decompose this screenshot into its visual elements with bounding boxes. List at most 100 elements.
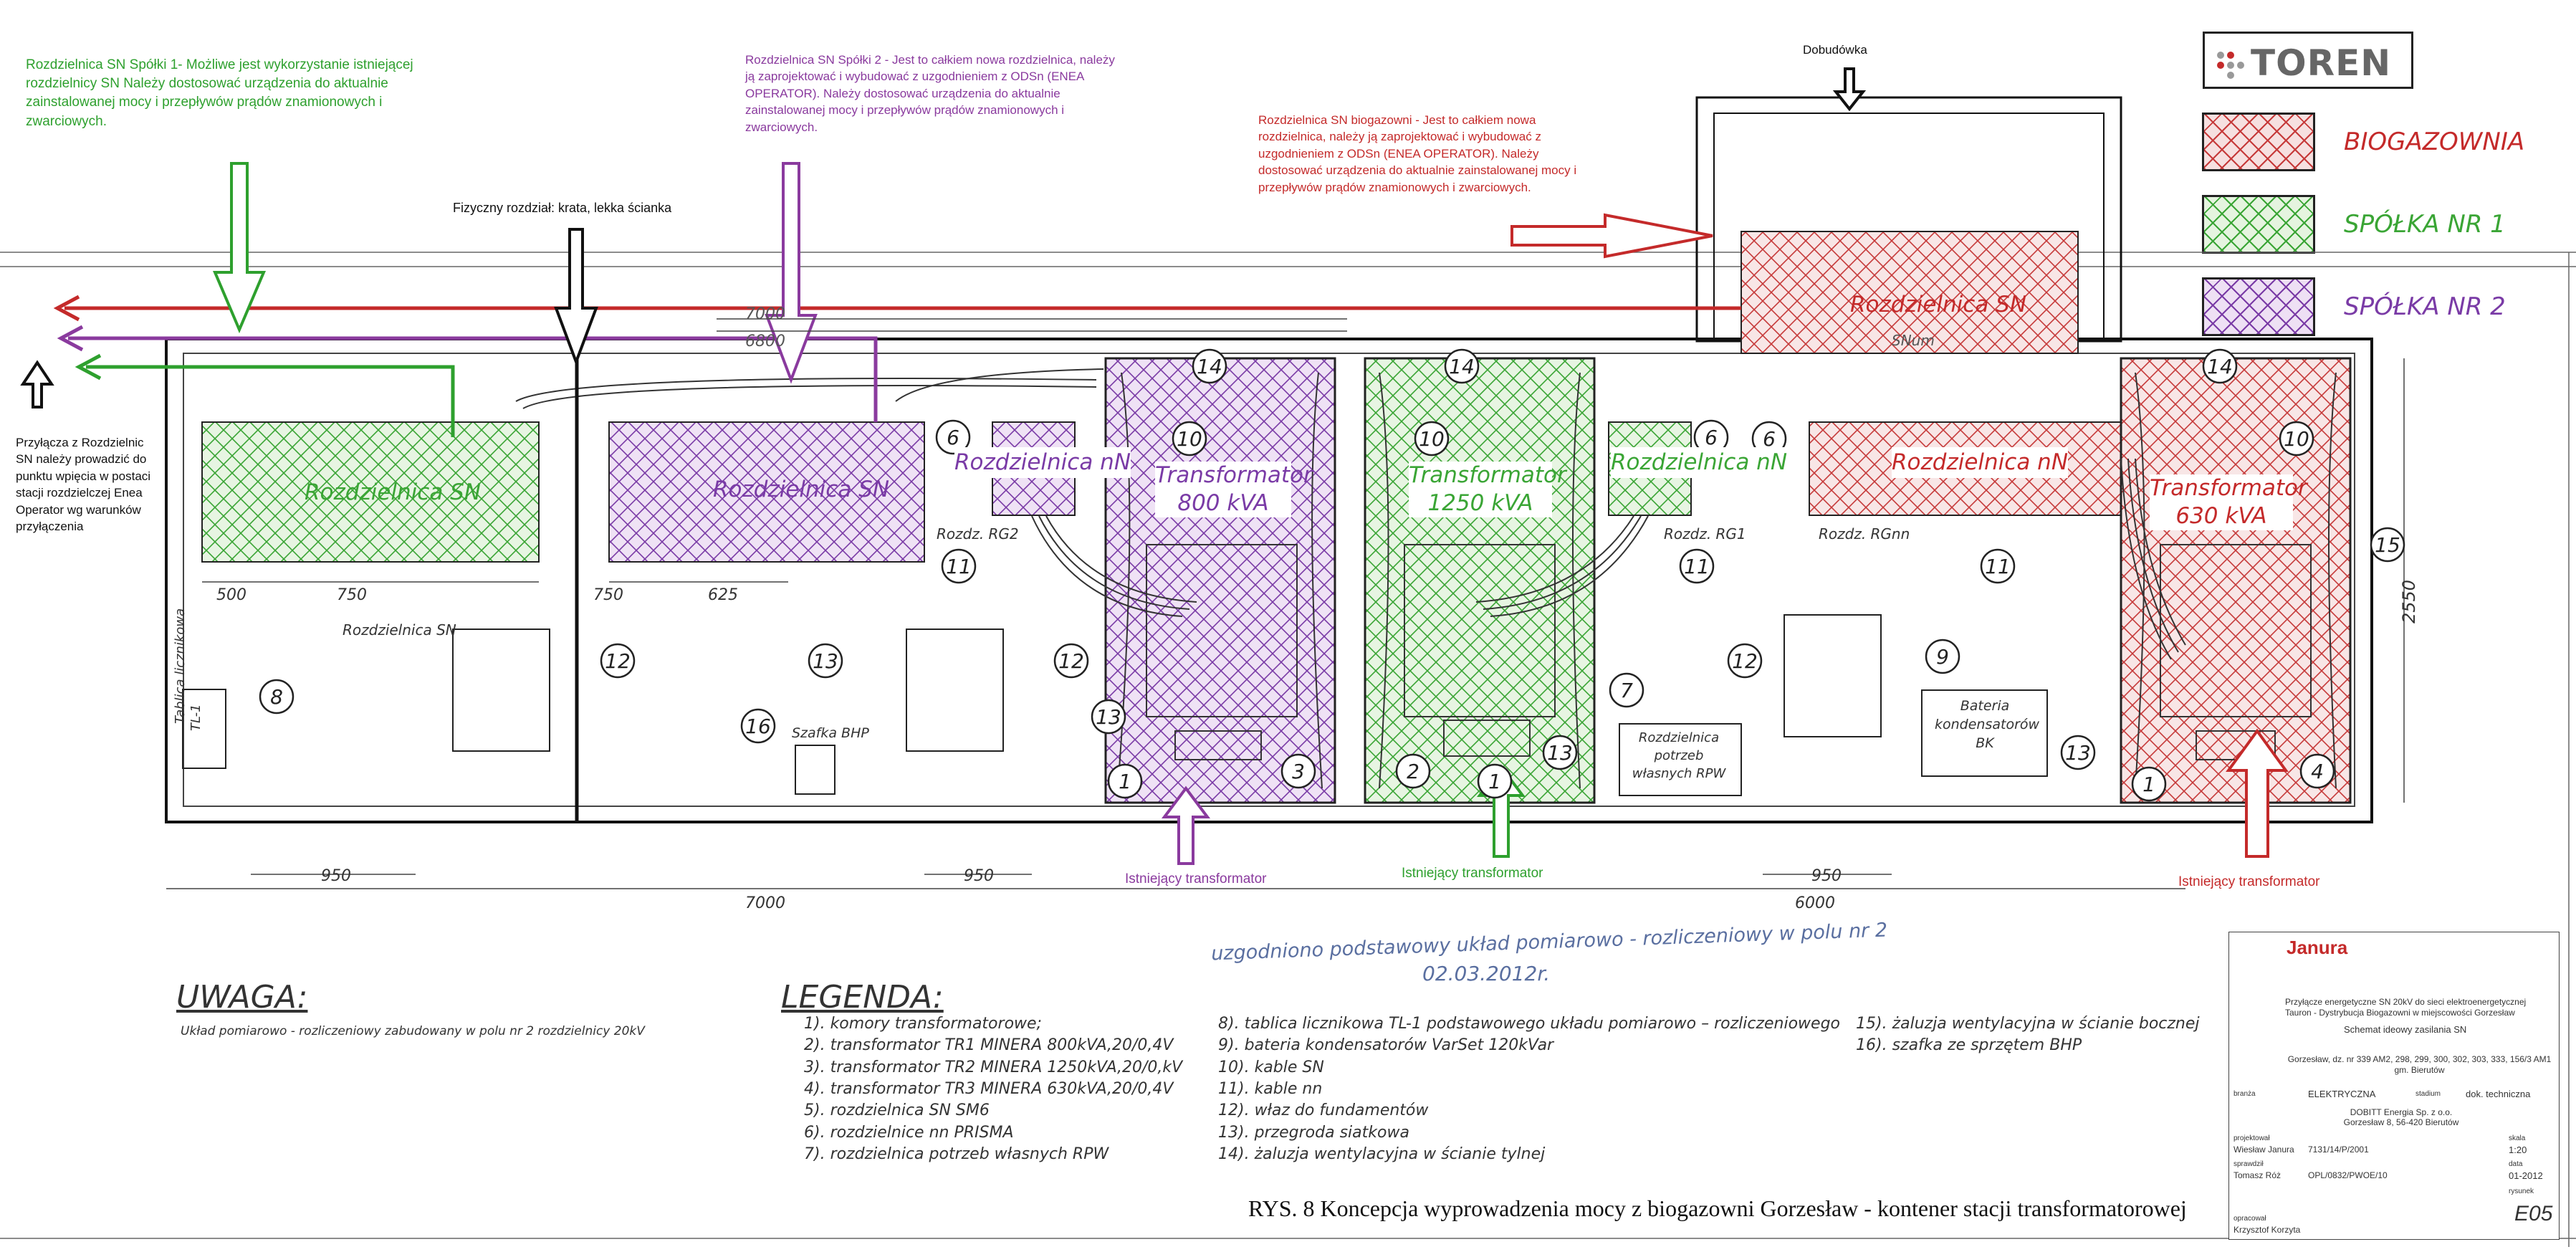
legend-item: 12). właz do fundamentów <box>1218 1102 1429 1120</box>
container-inner <box>183 353 2355 807</box>
callout-circle <box>2299 753 2335 789</box>
label-tr800: Transformator 800 kVA <box>1155 462 1313 517</box>
label-rsn-small: Rozdzielnica SN <box>343 621 456 639</box>
purple-existing-arrow <box>1162 785 1210 865</box>
red-note: Rozdzielnica SN biogazowni - Jest to cał… <box>1258 113 1577 194</box>
callout-number: 6 <box>1705 426 1718 449</box>
callout-circle <box>1192 348 1227 384</box>
label-tr630: Transformator 630 kVA <box>2150 474 2307 530</box>
label-rnn-purple: Rozdzielnica nN <box>954 447 1131 478</box>
legend-item: 11). kable nn <box>1218 1080 1323 1099</box>
toren-logo: TOREN <box>2203 32 2413 89</box>
legend-spolka-1: SPÓŁKA NR 1 <box>2202 195 2506 254</box>
label-snum: SNum <box>1892 332 1935 349</box>
green-note: Rozdzielnica SN Spółki 1- Możliwe jest w… <box>26 57 413 129</box>
extension-arrow <box>1832 67 1867 112</box>
connection-note: Przyłącza z Rozdzielnic SN należy prowad… <box>16 436 151 534</box>
cable-bundles <box>515 368 2186 660</box>
purple-outgoing-line <box>57 325 878 422</box>
label-rg2: Rozdz. RG2 <box>937 525 1019 543</box>
callout-circle <box>1542 735 1578 770</box>
legenda-col3: 15). żaluzja wentylacyjna w ścianie bocz… <box>1856 1013 2200 1057</box>
uwaga-title: UWAGA: <box>176 979 308 1016</box>
callout-number: 16 <box>745 715 771 738</box>
legend-item: 15). żaluzja wentylacyjna w ścianie bocz… <box>1856 1015 2200 1033</box>
tb-address: Gorzesław, dz. nr 339 AM2, 298, 299, 300… <box>2287 1054 2552 1075</box>
callout-number: 4 <box>2311 760 2324 783</box>
purple-sn-switchgear <box>608 421 925 563</box>
callout-circle <box>259 679 295 715</box>
legend-item: 3). transformator TR2 MINERA 1250kVA,20/… <box>804 1058 1183 1076</box>
callout-number: 12 <box>1058 649 1084 673</box>
callout-number: 1 <box>2142 773 2155 796</box>
callout-circle <box>1107 763 1143 799</box>
tb-checker-label: sprawdził <box>2233 1160 2264 1168</box>
label-rpw: Rozdzielnica potrzeb własnych RPW <box>1632 730 1726 781</box>
tb-checker: Tomasz Róż <box>2233 1170 2281 1180</box>
callout-number: 10 <box>1177 427 1202 451</box>
callout-number: 12 <box>605 649 631 673</box>
title-block: Janura Przyłącze energetyczne SN 20kV do… <box>2228 932 2560 1240</box>
callout-number: 10 <box>1419 427 1445 451</box>
callout-number: 10 <box>2284 427 2309 451</box>
callout-circle <box>2279 421 2314 457</box>
tb-sheet-title: Schemat ideowy zasilania SN <box>2344 1024 2467 1035</box>
callout-number: 14 <box>2207 355 2233 378</box>
callout-number: 11 <box>1684 555 1710 578</box>
red-outgoing-line <box>53 295 1741 322</box>
dim-500: 500 <box>216 586 246 604</box>
legend-swatch-red <box>2202 113 2315 171</box>
dim-750a: 750 <box>337 586 367 604</box>
legenda-title: LEGENDA: <box>781 979 944 1016</box>
tb-company: Janura <box>2287 937 2348 958</box>
legend-item: 9). bateria kondensatorów VarSet 120kVar <box>1218 1036 1554 1055</box>
dim-7000-top: 7000 <box>745 305 785 323</box>
uwaga-text: Układ pomiarowo - rozliczeniowy zabudowa… <box>181 1024 645 1038</box>
label-rsn-green: Rozdzielnica SN <box>305 479 482 505</box>
purple-note: Rozdzielnica SN Spółki 2 - Jest to całki… <box>745 53 1115 134</box>
equipment-outlines <box>182 614 2048 796</box>
red-existing-arrow <box>2226 728 2289 858</box>
callout-circle <box>1679 548 1715 584</box>
callout-circle <box>1280 753 1316 789</box>
callout-number: 14 <box>1449 355 1475 378</box>
label-tr1250-name: Transformator <box>1409 462 1566 488</box>
label-rgnn: Rozdz. RGnn <box>1819 525 1910 543</box>
callout-number: 6 <box>947 426 959 449</box>
callout-circle <box>808 643 843 679</box>
tb-designer-label: projektował <box>2233 1134 2270 1142</box>
callout-circle <box>740 708 776 744</box>
callout-circle <box>2131 766 2167 802</box>
callout-number: 11 <box>1985 555 2011 578</box>
callout-circle <box>1172 421 1207 457</box>
top-ruler <box>0 252 2576 1247</box>
tb-checker-no: OPL/0832/PWOE/10 <box>2308 1170 2388 1180</box>
tb-date-label: data <box>2509 1160 2523 1168</box>
legend-swatch-purple <box>2202 277 2315 336</box>
callout-number: 13 <box>2065 741 2091 765</box>
connection-arrow <box>20 360 54 408</box>
label-rnn-green: Rozdzielnica nN <box>1611 447 1788 478</box>
legend-item: 1). komory transformatorowe; <box>804 1015 1042 1033</box>
callout-circle <box>2202 348 2238 384</box>
legend-item: 4). transformator TR3 MINERA 630kVA,20/0… <box>804 1080 1174 1099</box>
tb-stadium-label: stadium <box>2415 1090 2441 1098</box>
extension-note: Dobudówka <box>1803 43 1867 57</box>
dim-625: 625 <box>708 586 738 604</box>
callout-number: 12 <box>1732 649 1758 673</box>
legenda-col2: 8). tablica licznikowa TL-1 podstawowego… <box>1218 1013 1840 1166</box>
callout-number: 11 <box>946 555 972 578</box>
tb-designer: Wiesław Janura <box>2233 1145 2294 1155</box>
callout-circle <box>935 419 971 455</box>
callout-circle <box>1444 348 1480 384</box>
label-tr630-power: 630 kVA <box>2175 502 2267 529</box>
callout-number: 1 <box>1119 770 1131 793</box>
green-sn-switchgear <box>201 421 540 563</box>
logo-text: TOREN <box>2251 42 2392 84</box>
label-existing-purple: Istniejący transformator <box>1125 871 1267 887</box>
legend-label-spolka-2: SPÓŁKA NR 2 <box>2344 292 2506 321</box>
callout-number: 6 <box>1763 427 1776 451</box>
callout-circle <box>1925 639 1960 674</box>
